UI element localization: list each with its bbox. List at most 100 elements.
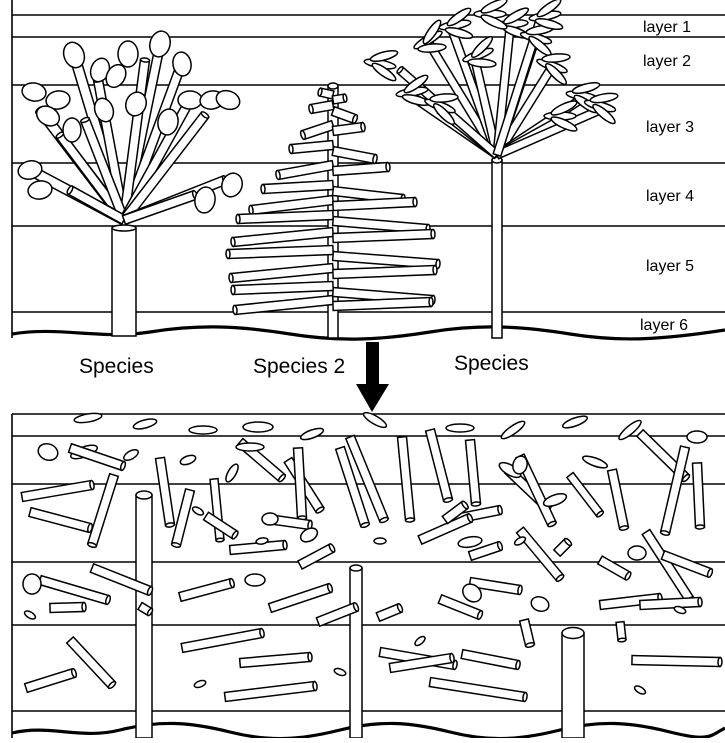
branch-end	[233, 305, 238, 314]
branch	[233, 228, 334, 247]
leaf	[374, 538, 386, 544]
branch-end	[360, 122, 365, 131]
branch	[461, 650, 519, 670]
branch	[29, 508, 91, 533]
branch-end	[413, 197, 417, 206]
leaf	[179, 454, 197, 467]
species-label-3: Species	[454, 352, 529, 375]
leaf	[23, 574, 41, 594]
leaf	[118, 41, 138, 67]
branch	[333, 198, 415, 211]
leaf	[590, 92, 619, 105]
leaf	[561, 414, 588, 430]
branch-end	[236, 214, 240, 223]
branch	[333, 266, 435, 279]
branch	[179, 579, 233, 602]
branch	[693, 463, 705, 527]
branch-end	[289, 144, 294, 153]
branch-end	[718, 657, 722, 666]
species-label-1: Species	[79, 355, 154, 378]
leaf	[333, 667, 346, 677]
layer-label-3: layer 3	[646, 119, 694, 136]
leaf	[132, 417, 157, 431]
standing-log	[350, 568, 362, 738]
branch	[426, 429, 453, 501]
branch	[172, 489, 195, 546]
layer-label-5: layer 5	[646, 258, 694, 275]
trunk-top	[328, 83, 338, 89]
branch	[224, 682, 315, 702]
branch-end	[261, 184, 265, 193]
log-top	[562, 628, 584, 639]
leaf	[633, 684, 646, 695]
standing-forest-panel: layer 1 layer 2 layer 3 layer 4 layer 5 …	[12, 0, 725, 339]
trunk-top	[112, 225, 136, 231]
leaf	[23, 609, 36, 620]
trunk	[492, 160, 502, 338]
branch	[263, 181, 334, 194]
branch-end	[343, 94, 348, 102]
branch-end	[82, 602, 86, 611]
branch	[333, 163, 389, 176]
branch-end	[517, 585, 522, 595]
down-arrow-icon	[356, 342, 389, 412]
branch	[291, 141, 334, 154]
branch	[466, 440, 481, 505]
branch	[608, 469, 629, 529]
branch	[333, 230, 433, 243]
branch-end	[522, 692, 527, 702]
branch-end	[229, 273, 234, 282]
branch-end	[231, 237, 236, 246]
leaf	[63, 118, 81, 142]
branch-end	[312, 681, 317, 690]
branch	[228, 246, 333, 259]
branch-end	[695, 525, 704, 529]
leaf	[245, 574, 265, 586]
log-top	[350, 565, 362, 571]
branch	[231, 264, 334, 283]
leaf	[243, 422, 273, 432]
leaf	[581, 454, 608, 470]
fuel-debris	[21, 410, 722, 738]
branch	[39, 576, 110, 605]
leaf	[299, 426, 324, 442]
branch-end	[618, 638, 626, 642]
leaf	[189, 426, 217, 434]
leaf	[122, 448, 140, 463]
leaf	[236, 443, 264, 451]
branch	[294, 448, 307, 519]
branch-end	[471, 502, 480, 507]
trunk	[112, 228, 136, 336]
branch-end	[433, 265, 437, 274]
fuel-layers-panel	[12, 410, 725, 738]
branch	[398, 437, 415, 521]
species-label-2: Species 2	[253, 355, 345, 378]
branch-end	[431, 229, 435, 238]
branch-end	[405, 518, 414, 523]
leaf	[191, 505, 204, 516]
ground-line-bottom	[12, 723, 725, 738]
branch-end	[216, 538, 224, 542]
leaf	[193, 679, 206, 689]
branch	[240, 653, 311, 668]
leaf	[499, 419, 527, 442]
branch	[269, 584, 332, 613]
branch	[333, 298, 431, 311]
branch	[181, 629, 263, 653]
tree-species-2	[226, 83, 440, 338]
branch	[429, 678, 525, 702]
branch-end	[140, 57, 149, 62]
standing-log	[562, 633, 584, 738]
leaf	[457, 535, 482, 549]
branch-end	[429, 297, 433, 306]
tree-species-1	[16, 29, 245, 336]
leaf	[36, 441, 60, 463]
branch	[632, 656, 720, 667]
layer-label-4: layer 4	[646, 188, 694, 205]
leaf	[446, 424, 474, 432]
leaf	[218, 170, 245, 199]
branch-end	[698, 597, 702, 606]
branch-end	[226, 249, 230, 258]
branch	[156, 457, 175, 525]
